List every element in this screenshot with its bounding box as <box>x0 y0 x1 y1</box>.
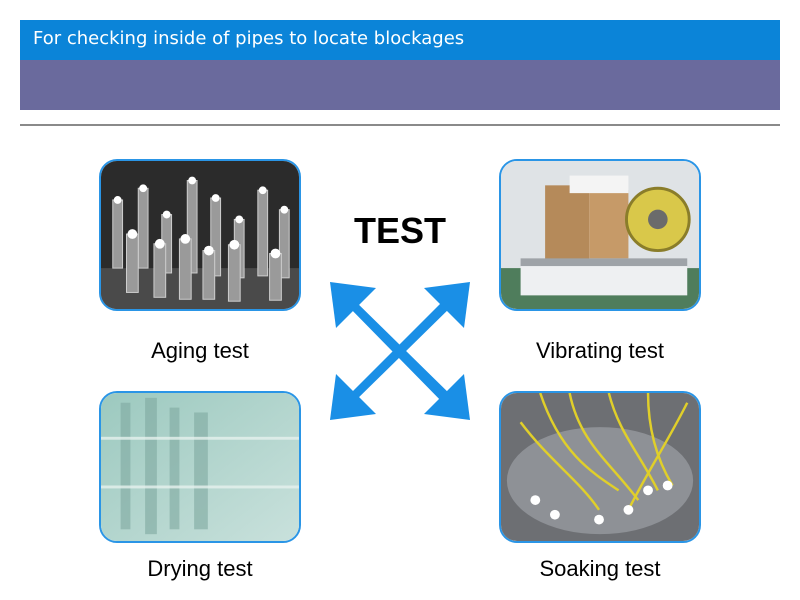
test-heading: TEST <box>353 210 446 251</box>
divider <box>20 124 780 126</box>
soaking-test-label: Soaking test <box>539 556 661 581</box>
page-title: For checking inside of pipes to locate b… <box>33 28 465 49</box>
vibrating-test-photo <box>499 159 701 311</box>
title-bar: For checking inside of pipes to locate b… <box>20 20 780 60</box>
soaking-test-photo <box>499 391 701 543</box>
aging-test-label: Aging test <box>151 338 249 363</box>
aging-test-photo <box>99 159 301 311</box>
vibrating-test-label: Vibrating test <box>535 338 664 363</box>
subtitle-bar <box>20 60 780 110</box>
drying-test-label: Drying test <box>147 556 253 581</box>
four-way-arrows-icon <box>330 282 470 420</box>
drying-test-photo <box>99 391 301 543</box>
